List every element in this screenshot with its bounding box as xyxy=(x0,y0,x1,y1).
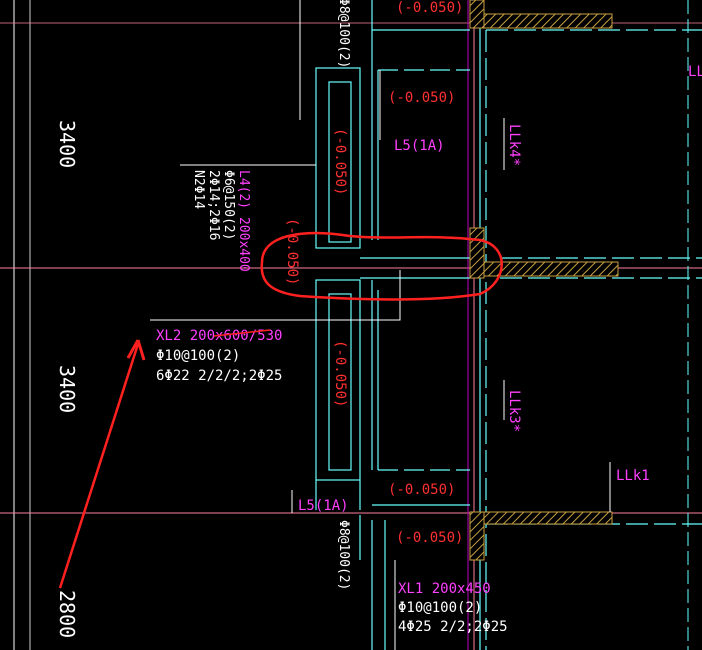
leader-lines xyxy=(150,70,611,650)
xl2-label-block: XL2 200x600/530 Φ10@100(2) 6Φ22 2/2/2;2Φ… xyxy=(156,328,282,384)
hatch-column-top xyxy=(469,0,485,29)
level-circled: (-0.050) xyxy=(284,218,300,285)
level-left-vertical-lower: (-0.050) xyxy=(332,340,348,407)
beam-llk3: LLk3* xyxy=(506,390,522,432)
leader-xl2 xyxy=(150,270,401,321)
beam-l5-lower: L5(1A) xyxy=(298,498,349,514)
dimension-middle: 3400 xyxy=(55,365,79,413)
beam-l5-upper: L5(1A) xyxy=(394,138,445,154)
xl1-name: XL1 200x450 xyxy=(398,581,491,597)
level-bottom: (-0.050) xyxy=(396,530,463,546)
hatch-wall-mid xyxy=(483,261,619,277)
label-bottom-vertical: Φ8@100(2) xyxy=(336,520,351,590)
beam-outline-left-lower-inner xyxy=(328,293,352,471)
beam-outline-left-upper-inner xyxy=(328,81,352,243)
markup-annotations xyxy=(58,231,503,589)
xl2-strike xyxy=(213,329,271,337)
xl2-stirrup: Φ10@100(2) xyxy=(156,348,240,364)
xl1-bars: 4Φ25 2/2;2Φ25 xyxy=(398,619,508,635)
l4-side: N2Φ14 xyxy=(191,170,206,209)
level-right-lower: (-0.050) xyxy=(388,482,455,498)
l4-label-block: L4(2) 200x400 Φ6@150(2) 2Φ14;2Φ16 N2Φ14 xyxy=(191,170,251,272)
dimension-lower: 2800 xyxy=(55,590,79,638)
l4-bars: 2Φ14;2Φ16 xyxy=(206,170,221,240)
markup-circle xyxy=(260,231,503,301)
hatched-walls xyxy=(469,0,619,561)
markup-arrow-shaft xyxy=(58,343,140,589)
l4-name: L4(2) 200x400 xyxy=(236,170,251,272)
xl1-label-block: XL1 200x450 Φ10@100(2) 4Φ25 2/2;2Φ25 xyxy=(398,581,508,635)
beam-llk4: LLk4* xyxy=(506,124,522,166)
vertical-stirrup-labels: Φ8@100(2) Φ8@100(2) xyxy=(336,0,351,590)
level-top: (-0.050) xyxy=(396,0,463,16)
dimension-upper: 3400 xyxy=(55,120,79,168)
label-top-vertical: Φ8@100(2) xyxy=(336,0,351,68)
l4-stirrup: Φ6@150(2) xyxy=(221,170,236,240)
beam-labels: L5(1A) L5(1A) LLk4* LLk3* LLk1 LL xyxy=(298,64,702,514)
beam-outline-left-lower xyxy=(315,279,361,481)
beam-right-edge: LL xyxy=(688,64,702,80)
level-labels: (-0.050) (-0.050) (-0.050) (-0.050) (-0.… xyxy=(284,0,463,546)
beam-outline-left-upper xyxy=(315,67,361,249)
dimension-labels: 3400 3400 2800 xyxy=(55,120,79,638)
xl1-stirrup: Φ10@100(2) xyxy=(398,600,482,616)
hatch-wall-lower xyxy=(483,511,613,525)
markup-arrow-head xyxy=(126,339,146,361)
beam-llk1: LLk1 xyxy=(616,468,650,484)
beam-outlines xyxy=(315,0,702,650)
level-right-upper: (-0.050) xyxy=(388,90,455,106)
level-left-vertical-upper: (-0.050) xyxy=(332,128,348,195)
hatch-wall-top xyxy=(483,13,613,29)
hatch-column-mid xyxy=(469,227,485,279)
xl2-bars: 6Φ22 2/2/2;2Φ25 xyxy=(156,368,282,384)
hatch-column-lower xyxy=(469,511,485,561)
